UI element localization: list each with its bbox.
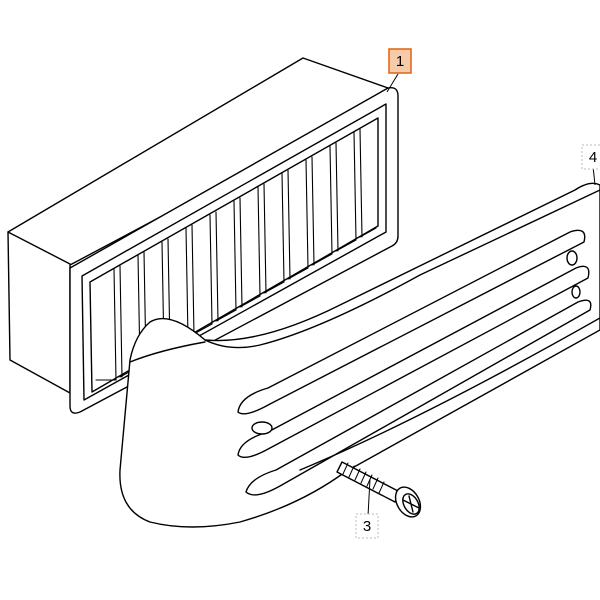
- cover-rib-hole-2: [566, 250, 578, 266]
- cover-front-edge: [129, 341, 206, 363]
- cover-rib-hole-3: [571, 285, 581, 299]
- cover-rib-2: [237, 265, 590, 458]
- filter-box-top-edge: [7, 231, 71, 265]
- cover-rib-hole-1: [251, 421, 273, 435]
- leader-line-1: [386, 73, 399, 93]
- callout-1-label: 1: [396, 53, 404, 70]
- screw-part: [336, 461, 422, 518]
- intake-cover-part: [119, 182, 600, 528]
- cover-bottom-edge: [299, 317, 600, 471]
- callout-4-label: 4: [589, 149, 597, 166]
- leader-line-3: [367, 478, 371, 517]
- callout-3-box: [355, 513, 379, 539]
- screw-slot: [402, 495, 420, 513]
- callout-3-label: 3: [363, 518, 371, 535]
- cover-rib-3: [245, 299, 592, 496]
- callout-1-box: [388, 48, 412, 74]
- cover-rib-1: [237, 229, 586, 415]
- callout-3: 3: [355, 513, 379, 539]
- cover-lip-edge: [204, 189, 600, 349]
- callout-4: 4: [581, 144, 600, 170]
- callout-4-box: [581, 144, 600, 170]
- callout-1: 1: [388, 48, 412, 74]
